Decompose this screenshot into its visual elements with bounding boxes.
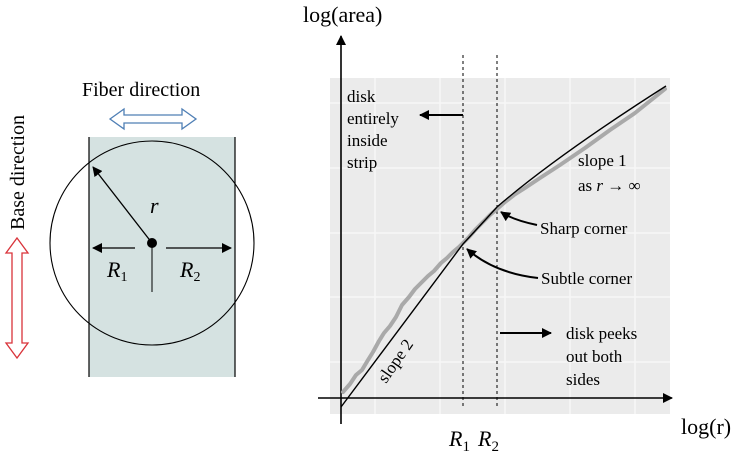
- plot-grid: [330, 78, 670, 414]
- subtle-corner-arrow: [466, 248, 539, 279]
- inside-strip-note: disk entirely inside strip: [347, 87, 403, 172]
- r2-label: R2: [179, 257, 200, 285]
- r2-tick-label: R2: [477, 426, 499, 455]
- fiber-direction-label: Fiber direction: [82, 79, 200, 101]
- sharp-corner-arrow: [500, 211, 538, 226]
- log-plot: log(area) log(r) R1 R2 disk entirely ins…: [303, 2, 731, 455]
- disk-circle: [49, 140, 255, 346]
- base-direction-label: Base direction: [7, 115, 29, 230]
- fiber-direction-arrow-icon: [108, 107, 198, 131]
- sharp-corner-label: Sharp corner: [540, 219, 628, 238]
- empirical-curve: [341, 87, 667, 394]
- slope1-note: slope 1: [578, 151, 627, 170]
- peeks-out-note: disk peeks out both sides: [566, 324, 642, 389]
- slope1-asymptote: as r → ∞: [578, 176, 641, 195]
- x-axis-label: log(r): [681, 414, 731, 439]
- subtle-corner-label: Subtle corner: [541, 269, 632, 288]
- y-axis-label: log(area): [303, 2, 382, 27]
- base-direction-arrow-icon: [4, 236, 30, 360]
- plot-background: [330, 78, 670, 414]
- r1-label: R1: [106, 257, 127, 285]
- strip-diagram: r R1 R2 Fiber direction Base direction: [4, 79, 255, 377]
- r1-tick-label: R1: [448, 426, 470, 455]
- theoretical-curve: [340, 85, 667, 408]
- radius-label: r: [150, 193, 159, 218]
- radius-arrow: [92, 166, 153, 244]
